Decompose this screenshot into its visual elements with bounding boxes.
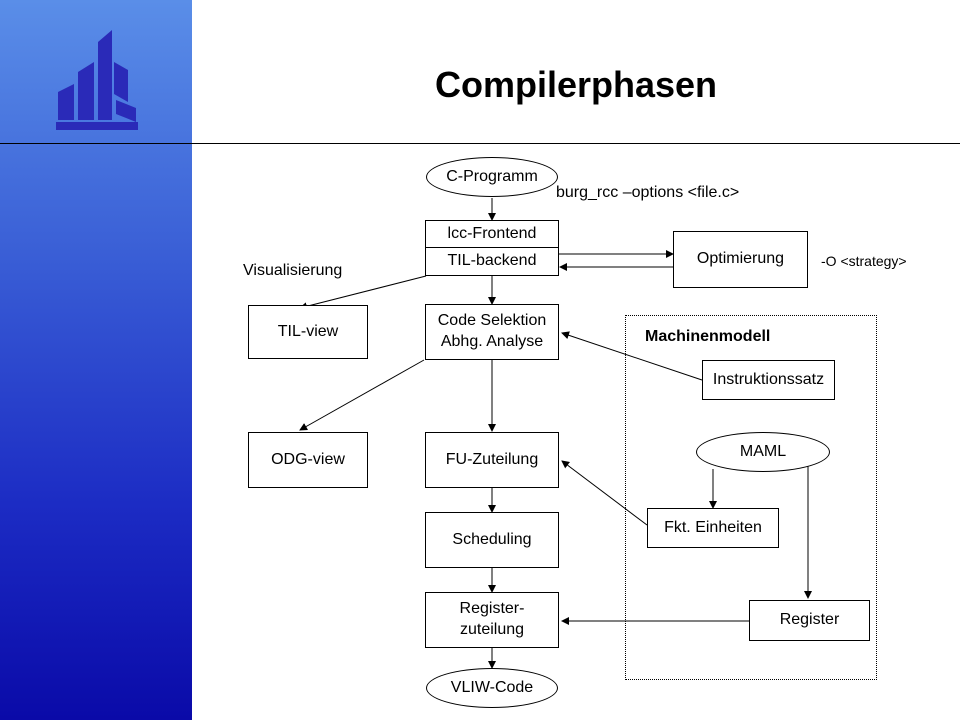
node-scheduling: Scheduling — [425, 512, 559, 568]
arrow-instr-to-codesel — [561, 331, 703, 381]
node-odg-view: ODG-view — [248, 432, 368, 488]
label-visualisierung: Visualisierung — [243, 262, 343, 279]
node-instruktionssatz: Instruktionssatz — [702, 360, 835, 400]
node-fkt-einheiten: Fkt. Einheiten — [647, 508, 779, 548]
sidebar-band — [0, 0, 192, 720]
node-c-programm: C-Programm — [426, 157, 558, 197]
node-code-selektion-line2: Abhg. Analyse — [440, 333, 544, 350]
node-fu-zuteilung: FU-Zuteilung — [425, 432, 559, 488]
node-register-zuteilung-line1: Register- — [459, 600, 525, 618]
node-lcc-frontend: lcc-Frontend — [425, 220, 559, 248]
node-code-selektion: Code Selektion Abhg. Analyse — [425, 304, 559, 360]
node-optimierung: Optimierung — [673, 231, 808, 288]
label-opt-flag: -O <strategy> — [821, 253, 907, 269]
university-logo-icon — [56, 30, 138, 130]
node-vliw-code: VLIW-Code — [426, 668, 558, 708]
node-maml: MAML — [696, 432, 830, 472]
arrow-codesel-to-odgview — [299, 359, 425, 431]
arrow-til-to-tilview — [299, 275, 427, 311]
label-machinenmodell: Machinenmodell — [645, 328, 771, 345]
node-til-view: TIL-view — [248, 305, 368, 359]
node-register: Register — [749, 600, 870, 641]
node-register-zuteilung-line2: zuteilung — [459, 621, 525, 638]
label-burg-options: burg_rcc –options <file.c> — [556, 184, 740, 201]
node-code-selektion-line1: Code Selektion — [437, 312, 547, 330]
arrow-fkt-to-fu — [561, 460, 648, 526]
node-til-backend: TIL-backend — [425, 247, 559, 276]
node-register-zuteilung: Register- zuteilung — [425, 592, 559, 648]
title-divider — [0, 143, 960, 144]
page-title: Compilerphasen — [434, 64, 718, 105]
machine-model-frame — [625, 315, 877, 680]
